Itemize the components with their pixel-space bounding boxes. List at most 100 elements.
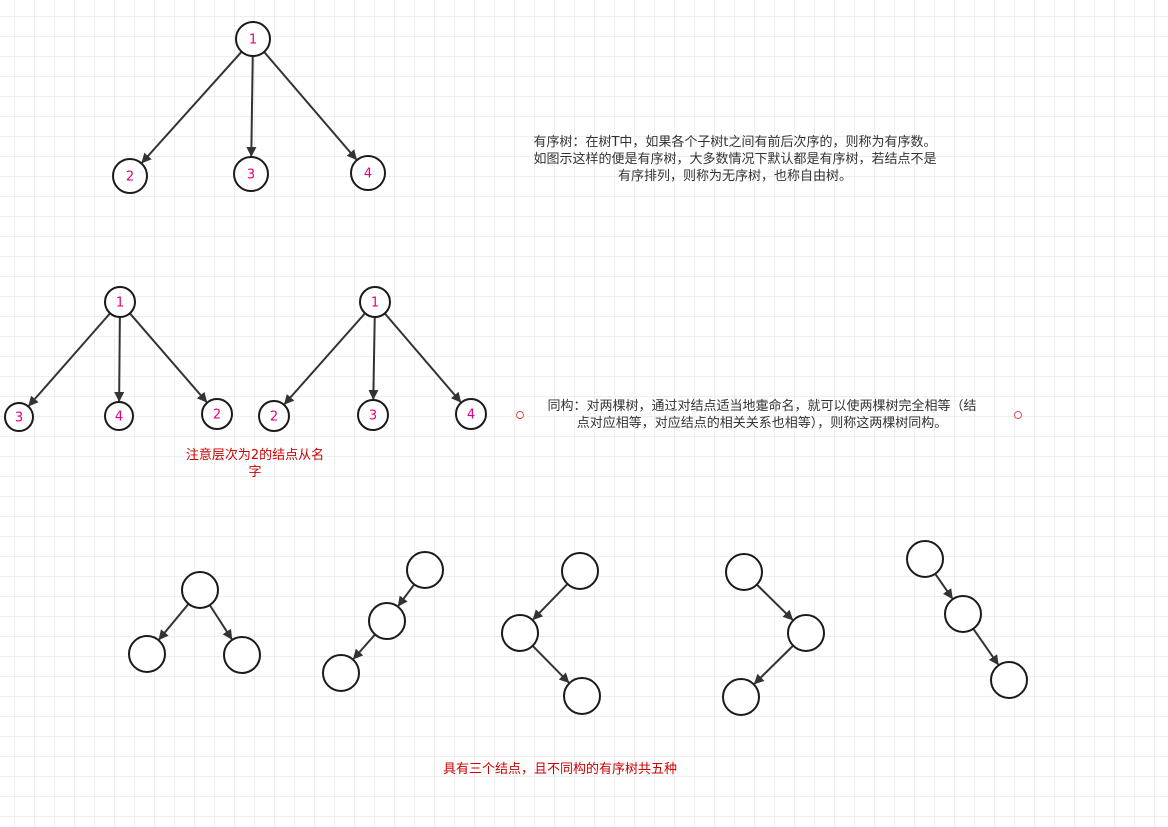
three-node-tree-1-edge-2[interactable] [208, 604, 233, 640]
three-node-tree-1-edge-1[interactable] [158, 603, 190, 641]
three-node-tree-1-node-1-circle [181, 571, 219, 609]
iso-tree-a-child-node-2-label: 4 [115, 410, 123, 425]
three-node-tree-3-node-3-circle [563, 677, 601, 715]
three-node-tree-5-edge-2[interactable] [972, 628, 999, 666]
three-node-tree-2-node-1-circle [406, 551, 444, 589]
three-node-tree-5-node-2[interactable] [944, 595, 982, 633]
three-node-tree-4-edge-1[interactable] [756, 583, 794, 621]
three-node-tree-3-node-3[interactable] [563, 677, 601, 715]
iso-tree-b-root-node-label: 1 [371, 296, 379, 311]
ordered-tree-child-node-3-circle [350, 155, 386, 191]
iso-tree-b-child-node-3-circle [455, 398, 487, 430]
iso-tree-a-child-node-3-label: 2 [213, 408, 221, 423]
ordered-tree-root-node[interactable]: 1 [235, 21, 271, 57]
iso-tree-a-child-node-1-circle [4, 402, 34, 432]
iso-tree-b-edge-1[interactable] [283, 312, 366, 405]
three-node-tree-1-node-1[interactable] [181, 571, 219, 609]
three-node-tree-4-node-1[interactable] [725, 553, 763, 591]
three-node-tree-1-node-3-circle [223, 636, 261, 674]
iso-tree-a-root-node-label: 1 [116, 296, 124, 311]
ordered-text-line3: 有序排列，则称为无序树，也称自由树。 [617, 169, 852, 184]
iso-tree-a-child-node-2-circle [104, 401, 134, 431]
iso-tree-b-root-node-circle [359, 286, 391, 318]
three-node-tree-2-node-2-circle [368, 602, 406, 640]
iso-tree-a-child-node-3[interactable]: 2 [201, 398, 233, 430]
ordered-tree-description: 有序树：在树T中，如果各个子树t之间有前后次序的，则称为有序数。 如图示这样的便… [480, 134, 990, 185]
iso-tree-a-root-node[interactable]: 1 [104, 286, 136, 318]
three-node-tree-3-edge-2[interactable] [531, 645, 570, 684]
iso-tree-a-root-node-circle [104, 286, 136, 318]
iso-tree-b-child-node-1-circle [258, 400, 290, 432]
iso-tree-b-root-node[interactable]: 1 [359, 286, 391, 318]
ordered-tree-child-node-3[interactable]: 4 [350, 155, 386, 191]
iso-tree-a-edge-2[interactable] [114, 316, 125, 403]
ordered-tree-child-node-2[interactable]: 3 [233, 156, 269, 192]
ordered-tree-child-node-1[interactable]: 2 [112, 158, 148, 194]
isomorphic-text-line1: 同构：对两棵树，通过对结点适当地疐命名，就可以使两棵树完全相等（结 [547, 399, 977, 414]
three-node-tree-5-node-3-circle [990, 661, 1028, 699]
level-2-note-line1: 注意层次为2的结点从名 [185, 448, 325, 463]
three-node-tree-5-node-2-circle [944, 595, 982, 633]
ordered-tree-edge-2[interactable] [246, 55, 257, 158]
three-node-tree-2-node-3-circle [322, 654, 360, 692]
three-node-tree-4-node-2[interactable] [787, 614, 825, 652]
three-node-tree-4-edge-2[interactable] [753, 644, 794, 685]
ordered-tree-child-node-2-circle [233, 156, 269, 192]
three-node-tree-4-node-3[interactable] [722, 678, 760, 716]
ordered-text-line1: 有序树：在树T中，如果各个子树t之间有前后次序的，则称为有序数。 [533, 135, 937, 150]
three-node-tree-3-node-2-circle [501, 614, 539, 652]
ordered-tree-root-node-circle [235, 21, 271, 57]
level-2-note: 注意层次为2的结点从名 字 [160, 447, 350, 481]
iso-tree-b-child-node-2[interactable]: 3 [357, 399, 389, 431]
three-node-tree-5-edge-1[interactable] [934, 573, 954, 600]
selection-handle-right[interactable] [1014, 411, 1022, 419]
ordered-tree-root-node-label: 1 [249, 33, 257, 48]
three-node-tree-4-node-1-circle [725, 553, 763, 591]
three-node-tree-2-edge-1[interactable] [397, 583, 416, 607]
iso-tree-a-edge-1[interactable] [28, 312, 111, 407]
three-node-tree-1-node-3[interactable] [223, 636, 261, 674]
three-node-tree-2-node-2[interactable] [368, 602, 406, 640]
three-node-tree-1-node-2[interactable] [128, 635, 166, 673]
iso-tree-b-child-node-1-label: 2 [270, 410, 278, 425]
iso-tree-a-child-node-3-circle [201, 398, 233, 430]
iso-tree-b-child-node-2-circle [357, 399, 389, 431]
three-node-tree-4-node-2-circle [787, 614, 825, 652]
iso-tree-b-child-node-3[interactable]: 4 [455, 398, 487, 430]
three-node-tree-4-node-3-circle [722, 678, 760, 716]
five-trees-caption: 具有三个结点，且不同构的有序树共五种 [380, 761, 740, 778]
three-node-tree-5-node-1-circle [906, 540, 944, 578]
iso-tree-b-child-node-2-label: 3 [369, 409, 377, 424]
three-node-tree-3-edge-1[interactable] [532, 583, 569, 621]
ordered-tree-child-node-2-label: 3 [247, 168, 255, 183]
isomorphic-text-line2: 点对应相等，对应结点的相关关系也相等），则称这两棵树同构。 [576, 416, 948, 431]
ordered-text-line2: 如图示这样的便是有序树，大多数情况下默认都是有序树，若结点不是 [533, 152, 937, 167]
three-node-tree-2-edge-2[interactable] [352, 633, 376, 660]
isomorphic-description[interactable]: 同构：对两棵树，通过对结点适当地疐命名，就可以使两棵树完全相等（结 点对应相等，… [512, 398, 1012, 432]
ordered-tree-child-node-1-label: 2 [126, 170, 134, 185]
edges-layer [28, 50, 999, 685]
iso-tree-a-child-node-2[interactable]: 4 [104, 401, 134, 431]
iso-tree-a-edge-3[interactable] [129, 312, 208, 403]
iso-tree-a-child-node-1-label: 3 [15, 411, 23, 426]
three-node-tree-5-node-3[interactable] [990, 661, 1028, 699]
three-node-tree-3-node-2[interactable] [501, 614, 539, 652]
three-node-tree-3-node-1[interactable] [561, 552, 599, 590]
three-node-tree-2-node-3[interactable] [322, 654, 360, 692]
iso-tree-b-edge-2[interactable] [368, 316, 379, 401]
ordered-tree-child-node-3-label: 4 [364, 167, 372, 182]
selection-handle-left[interactable] [516, 411, 524, 419]
three-node-tree-5-node-1[interactable] [906, 540, 944, 578]
ordered-tree-edge-1[interactable] [141, 50, 243, 164]
iso-tree-b-child-node-1[interactable]: 2 [258, 400, 290, 432]
iso-tree-b-edge-3[interactable] [384, 312, 462, 403]
ordered-tree-edge-3[interactable] [263, 51, 358, 161]
three-node-tree-3-node-1-circle [561, 552, 599, 590]
three-node-tree-1-node-2-circle [128, 635, 166, 673]
nodes-layer: 1 2 3 4 1 3 4 2 1 2 3 4 [4, 21, 1028, 716]
three-node-tree-2-node-1[interactable] [406, 551, 444, 589]
iso-tree-a-child-node-1[interactable]: 3 [4, 402, 34, 432]
ordered-tree-child-node-1-circle [112, 158, 148, 194]
level-2-note-line2: 字 [248, 465, 262, 480]
